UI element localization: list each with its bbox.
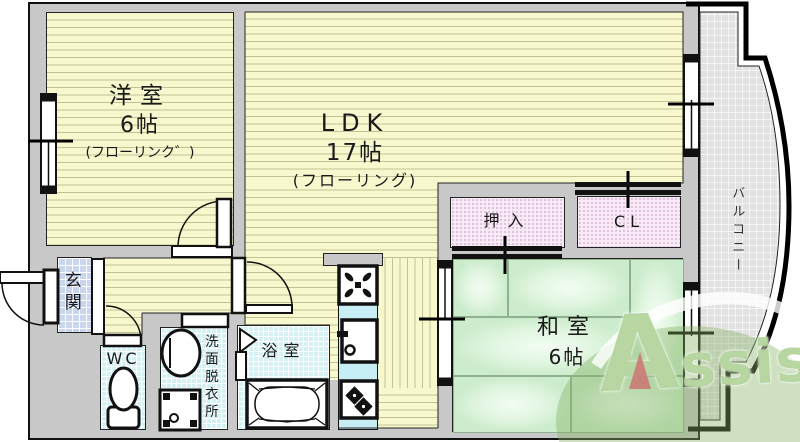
kitchen-sink-icon bbox=[337, 318, 379, 364]
label-japanese-size: 6帖 bbox=[548, 345, 586, 369]
label-ldk-floor: (フローリング) bbox=[292, 171, 418, 190]
tatami-mat bbox=[453, 317, 630, 376]
tatami-mat bbox=[508, 259, 630, 317]
closet-oshiire bbox=[450, 197, 565, 248]
stove-icon bbox=[337, 264, 379, 306]
label-washroom: 洗面脱衣所 bbox=[201, 334, 218, 422]
label-entrance: 玄関 bbox=[60, 271, 81, 315]
label-western-floor: (フローリンク゛) bbox=[85, 145, 195, 161]
label-bathroom: 浴室 bbox=[261, 341, 306, 360]
toilet-icon bbox=[106, 366, 141, 430]
label-balcony: バルコニー bbox=[729, 186, 745, 276]
label-ldk-size: 17帖 bbox=[325, 140, 385, 166]
entrance-door-icon bbox=[0, 268, 60, 326]
kitchen-door-icon bbox=[230, 256, 293, 315]
label-wc: WC bbox=[106, 349, 140, 368]
room-entrance bbox=[57, 257, 92, 333]
western-room-door-icon bbox=[171, 197, 233, 258]
label-japanese-room: 和室 bbox=[536, 315, 597, 340]
label-oshiire: 押入 bbox=[483, 211, 532, 230]
label-cl: CL bbox=[613, 212, 645, 231]
bathroom-door-icon bbox=[235, 327, 258, 381]
label-ldk: LDK bbox=[320, 109, 390, 137]
washing-machine-icon bbox=[158, 388, 202, 432]
wc-door-icon bbox=[102, 305, 143, 348]
washbasin-icon bbox=[160, 328, 202, 378]
balcony bbox=[686, 1, 792, 432]
bathtub-icon bbox=[245, 378, 329, 430]
tatami-mat bbox=[571, 376, 684, 433]
entrance-partition-icon bbox=[91, 258, 105, 335]
watermark-text: Assist bbox=[594, 290, 800, 417]
room-western bbox=[46, 12, 234, 246]
tatami-mat bbox=[453, 259, 508, 317]
label-western-room: 洋室 bbox=[109, 83, 171, 109]
room-ldk-mid bbox=[245, 183, 438, 258]
tatami-mat bbox=[453, 376, 571, 433]
burner-unit-icon bbox=[339, 379, 379, 420]
label-western-size: 6帖 bbox=[120, 113, 160, 138]
sliding-door-icon bbox=[452, 182, 681, 259]
room-kitchen-floor-bottom bbox=[378, 388, 438, 428]
watermark-red-triangle-icon bbox=[629, 352, 651, 389]
room-japanese bbox=[452, 258, 684, 433]
room-kitchen-floor-right bbox=[378, 258, 438, 388]
room-ldk-main bbox=[245, 12, 683, 183]
washroom-door-icon bbox=[180, 312, 230, 329]
